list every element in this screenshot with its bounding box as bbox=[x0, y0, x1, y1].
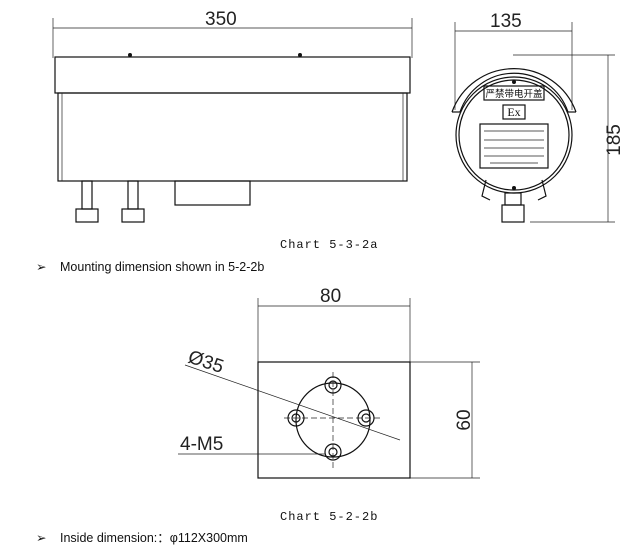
front-view-drawing: 350 bbox=[52, 9, 413, 223]
mounting-holes bbox=[287, 376, 375, 461]
holes-label-4-m5: 4-M5 bbox=[180, 434, 223, 455]
bullet-text-inside-dimension: Inside dimension:：φ112X300mm bbox=[60, 531, 248, 545]
cable-gland-right bbox=[121, 180, 145, 223]
mounting-plate bbox=[257, 361, 411, 479]
side-view-drawing: 135 185 严禁带电开盖 Ex bbox=[451, 11, 625, 223]
mounting-drawing: 80 60 Ø35 4-M5 bbox=[178, 286, 480, 479]
side-width-dimension-135: 135 bbox=[490, 11, 522, 32]
caption-chart-5-2-2b: Chart 5-2-2b bbox=[280, 510, 378, 524]
diameter-dimension-35: Ø35 bbox=[185, 347, 226, 378]
caption-chart-5-3-2a: Chart 5-3-2a bbox=[280, 238, 378, 252]
side-height-dimension-185: 185 bbox=[604, 124, 625, 156]
nameplate bbox=[479, 123, 549, 169]
width-dimension-350: 350 bbox=[205, 9, 237, 30]
cable-gland-left bbox=[75, 180, 99, 223]
width-dimension-80: 80 bbox=[320, 286, 341, 307]
bullet-icon: ➢ bbox=[36, 531, 47, 545]
warning-label: 严禁带电开盖 bbox=[485, 88, 543, 100]
height-dimension-60: 60 bbox=[454, 409, 475, 430]
bullet-icon: ➢ bbox=[36, 260, 47, 274]
ex-mark: Ex bbox=[507, 105, 520, 119]
bullet-text-mounting: Mounting dimension shown in 5-2-2b bbox=[60, 260, 264, 274]
